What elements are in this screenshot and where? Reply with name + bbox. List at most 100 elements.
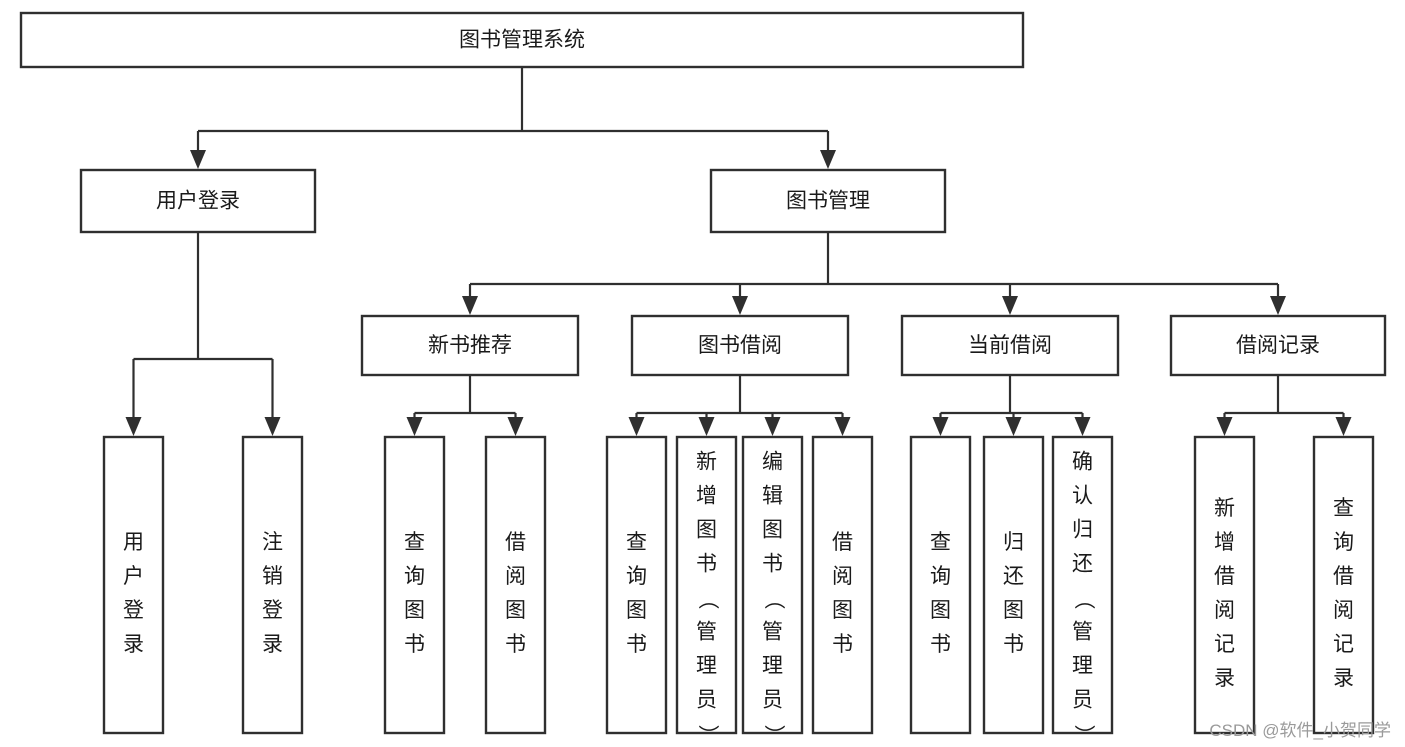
node-label-char: 书: [404, 633, 425, 656]
node-n-new-book-rec[interactable]: 新书推荐: [360, 314, 580, 377]
node-n-book-borrow[interactable]: 图书借阅: [630, 314, 850, 377]
node-box: [630, 314, 850, 377]
node-label: 借阅记录: [1236, 334, 1320, 357]
arrow-head-icon: [1005, 417, 1022, 436]
node-n-user-login[interactable]: 用户登录: [79, 168, 317, 234]
node-label-char: 员: [696, 689, 717, 712]
node-label-char: 图: [930, 599, 951, 622]
node-label-char: （: [696, 589, 719, 610]
arrow-head-icon: [507, 417, 524, 436]
node-label-char: 图: [762, 519, 783, 542]
node-label-char: 登: [123, 599, 144, 622]
node-label-char: 查: [626, 531, 647, 554]
node-label-char: 书: [505, 633, 526, 656]
arrow-head-icon: [932, 417, 949, 436]
node-label-char: 增: [1214, 531, 1235, 554]
node-box: [909, 435, 972, 735]
node-label-char: 录: [1333, 667, 1354, 690]
node-box: [811, 435, 874, 735]
node-n-book-manage[interactable]: 图书管理: [709, 168, 947, 234]
node-box: [900, 314, 1120, 377]
node-label-char: 阅: [1333, 599, 1354, 622]
node-label-char: 图: [696, 519, 717, 542]
node-label-char: 书: [930, 633, 951, 656]
arrow-head-icon: [1216, 417, 1233, 436]
node-box: [982, 435, 1045, 735]
arrow-head-icon: [834, 417, 851, 436]
node-label-char: 阅: [505, 565, 526, 588]
node-label-char: 管: [1072, 621, 1093, 644]
node-label-char: 用: [123, 531, 144, 554]
node-label: 图书借阅: [698, 334, 782, 357]
node-label-char: 录: [262, 633, 283, 656]
node-l-user-login[interactable]: 用户登录: [102, 435, 165, 735]
arrow-head-icon: [1002, 296, 1018, 315]
node-layer: 图书管理系统用户登录图书管理新书推荐图书借阅当前借阅借阅记录用户登录注销登录查询…: [19, 11, 1387, 746]
node-label-char: 理: [696, 655, 717, 678]
node-label: 用户登录: [156, 190, 240, 213]
node-label-char: 图: [626, 599, 647, 622]
node-label-char: 注: [262, 531, 283, 554]
arrow-head-icon: [1074, 417, 1091, 436]
arrow-head-icon: [462, 296, 478, 315]
node-label-char: 编: [762, 451, 783, 474]
node-box: [102, 435, 165, 735]
node-box: [675, 435, 738, 735]
node-n-current-borrow[interactable]: 当前借阅: [900, 314, 1120, 377]
csdn-watermark: CSDN @软件_小贺同学: [1209, 721, 1391, 740]
arrow-head-icon: [764, 417, 781, 436]
node-label-char: 借: [1333, 565, 1354, 588]
arrow-head-icon: [732, 296, 748, 315]
node-label-char: 借: [505, 531, 526, 554]
node-label-char: 书: [696, 553, 717, 576]
node-box: [360, 314, 580, 377]
node-label-char: 登: [262, 599, 283, 622]
node-label-char: 阅: [1214, 599, 1235, 622]
node-label-char: 图: [505, 599, 526, 622]
node-label-char: 图: [832, 599, 853, 622]
connector-group: [190, 67, 836, 169]
node-label-char: 询: [930, 565, 951, 588]
node-box: [741, 435, 804, 735]
node-label-char: 还: [1003, 565, 1024, 588]
node-label-char: （: [762, 589, 785, 610]
node-label-char: 书: [626, 633, 647, 656]
node-label-char: 新: [696, 451, 717, 474]
node-label-char: 户: [123, 565, 144, 588]
node-label-char: 查: [930, 531, 951, 554]
arrow-head-icon: [1335, 417, 1352, 436]
node-label: 当前借阅: [968, 334, 1052, 357]
node-label-char: 阅: [832, 565, 853, 588]
connector-group: [1216, 375, 1352, 436]
node-root[interactable]: 图书管理系统: [19, 11, 1025, 69]
node-label-char: 借: [832, 531, 853, 554]
node-label-char: ）: [1072, 725, 1095, 746]
node-label-char: 查: [404, 531, 425, 554]
arrow-head-icon: [698, 417, 715, 436]
node-label-char: 增: [696, 485, 717, 508]
arrow-head-icon: [406, 417, 423, 436]
node-label-char: ）: [762, 725, 785, 746]
node-n-borrow-record[interactable]: 借阅记录: [1169, 314, 1387, 377]
node-label: 新书推荐: [428, 334, 512, 357]
connector-group: [462, 232, 1286, 315]
node-box: [1312, 435, 1375, 735]
node-label-char: 记: [1333, 633, 1354, 656]
node-label-char: 查: [1333, 497, 1354, 520]
node-label-char: 理: [1072, 655, 1093, 678]
node-label-char: 员: [1072, 689, 1093, 712]
node-label: 图书管理系统: [459, 29, 585, 52]
